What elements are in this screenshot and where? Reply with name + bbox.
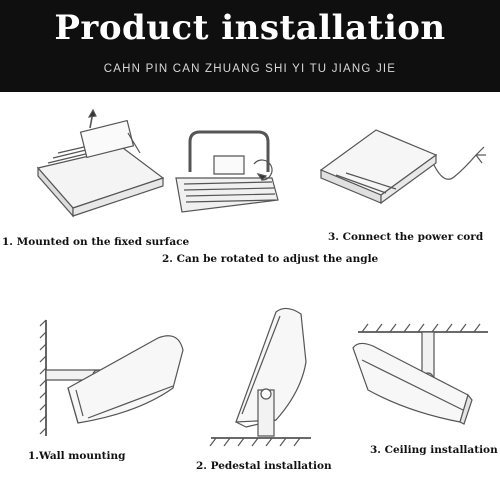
header-banner: Product installation CAHN PIN CAN ZHUANG… (0, 0, 500, 92)
illustration-wall-mounting (38, 318, 188, 438)
caption-fixed-surface: 1. Mounted on the fixed surface (2, 236, 190, 248)
caption-wall-mounting: 1.Wall mounting (28, 450, 126, 462)
illustration-pedestal (206, 302, 316, 452)
caption-ceiling: 3. Ceiling installation (370, 444, 498, 456)
illustration-power-cord (316, 125, 496, 215)
illustration-rotate-angle (172, 120, 282, 220)
illustration-ceiling (348, 320, 498, 430)
caption-pedestal: 2. Pedestal installation (196, 460, 332, 472)
caption-rotate-angle: 2. Can be rotated to adjust the angle (162, 253, 379, 265)
illustration-fixed-surface-mount (28, 108, 168, 228)
page-title: Product installation (54, 8, 446, 48)
page-subtitle: CAHN PIN CAN ZHUANG SHI YI TU JIANG JIE (103, 63, 397, 75)
caption-power-cord: 3. Connect the power cord (328, 231, 484, 243)
